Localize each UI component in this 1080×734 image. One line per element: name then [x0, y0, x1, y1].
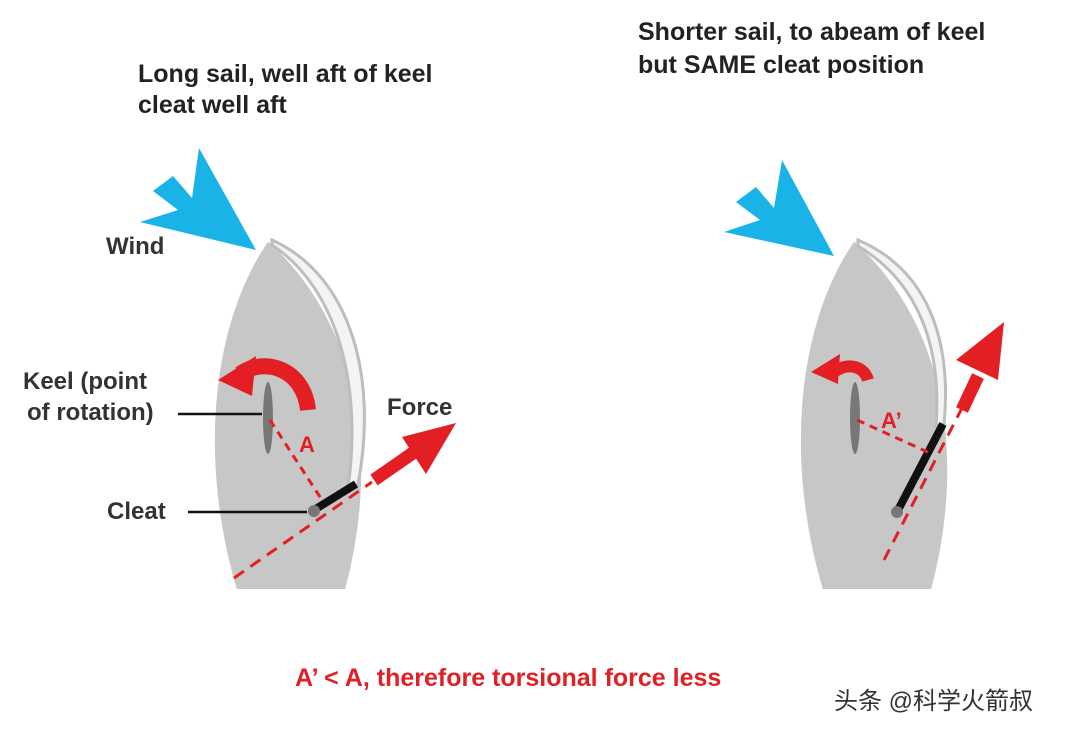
left-moment-arm-label: A [299, 432, 315, 457]
left-panel: Long sail, well aft of keel cleat well a… [23, 60, 456, 591]
left-force-arrow-shaft [370, 442, 424, 486]
left-caption-line1: Long sail, well aft of keel [138, 60, 433, 88]
right-caption-line1: Shorter sail, to abeam of keel [638, 18, 985, 46]
keel-label-line2: of rotation) [27, 399, 154, 426]
left-sheet-line [311, 480, 359, 514]
left-caption-line2: cleat well aft [138, 91, 287, 119]
right-rotation-arrow-head [811, 354, 840, 384]
left-cleat [308, 505, 320, 517]
left-rotation-arrow-head [218, 356, 256, 396]
cleat-label: Cleat [107, 498, 166, 525]
conclusion-text: A’ < A, therefore torsional force less [295, 664, 721, 692]
left-moment-arm [268, 419, 324, 501]
right-keel [850, 382, 860, 454]
right-force-arrow-head [956, 322, 1004, 380]
right-wind-arrow-shape [724, 160, 834, 256]
left-keel [263, 382, 273, 454]
right-hull [798, 238, 950, 591]
right-force-arrow-shaft [956, 373, 984, 413]
force-label: Force [387, 394, 452, 421]
watermark: 头条 @科学火箭叔 [834, 688, 1033, 715]
wind-label: Wind [106, 233, 164, 260]
right-cleat [891, 506, 903, 518]
left-force-arrow-head [402, 423, 456, 474]
right-caption-line2: but SAME cleat position [638, 51, 924, 79]
right-panel: Shorter sail, to abeam of keel but SAME … [638, 18, 1004, 591]
left-wind-arrow-shape [140, 148, 256, 250]
keel-label-line1: Keel (point [23, 368, 147, 395]
left-force-dashed-line [233, 480, 373, 580]
right-force-dashed-line [882, 407, 964, 561]
right-moment-arm-label: A’ [881, 408, 902, 433]
right-sheet-line [893, 422, 947, 514]
